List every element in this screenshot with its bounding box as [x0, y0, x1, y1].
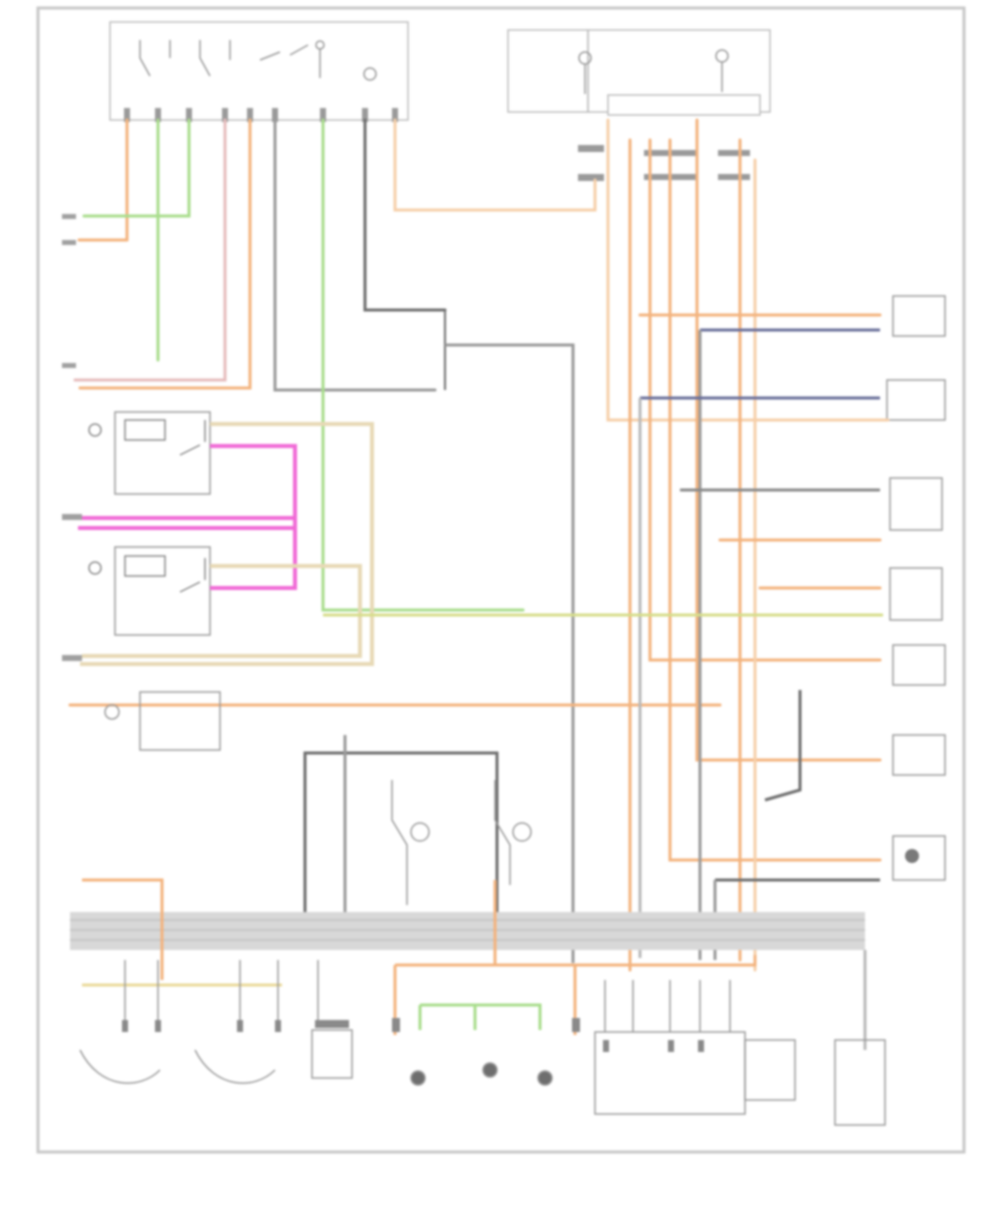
wire-bundle-left	[73, 118, 597, 612]
navy-wire-bundle	[638, 328, 880, 960]
top-right-module	[507, 29, 771, 181]
bottom-connector-ticks	[122, 1018, 704, 1052]
center-motor-pair	[391, 780, 532, 905]
top-left-switch-assembly	[109, 21, 409, 122]
bottom-component-row	[79, 960, 886, 1126]
bottom-feed-wires	[82, 878, 867, 1050]
orange-wire-bundle	[68, 118, 890, 972]
diagram-frame	[36, 6, 966, 1154]
mid-left-switch	[104, 691, 221, 751]
relay-group-lower	[88, 546, 211, 636]
right-component-column	[886, 295, 946, 881]
main-harness-band	[70, 912, 865, 950]
center-control-switch	[444, 310, 575, 963]
left-connector-stubs	[62, 214, 82, 661]
relay-group-upper	[88, 411, 211, 495]
tan-wire-loop	[80, 422, 374, 666]
lower-ground-loop	[303, 735, 499, 935]
pink-wire-harness	[78, 444, 297, 590]
